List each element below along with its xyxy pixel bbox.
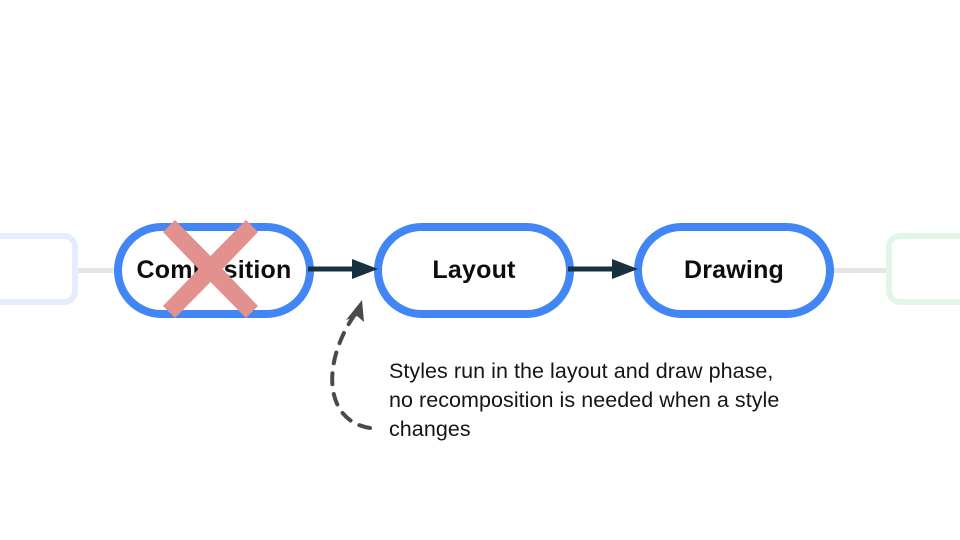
ghost-node-ui[interactable]: UI — [886, 233, 960, 305]
connector-line-drawing-to-ui — [832, 268, 890, 273]
phase-node-composition-label: Composition — [136, 256, 292, 284]
callout-caption-line-1: Styles run in the layout and draw phase, — [389, 359, 774, 383]
ghost-node-state[interactable]: ate — [0, 233, 78, 305]
phase-node-drawing-label: Drawing — [683, 256, 785, 284]
phase-node-composition[interactable]: Composition — [114, 223, 314, 318]
connector-line-state-to-composition — [62, 268, 118, 273]
phase-node-layout[interactable]: Layout — [374, 223, 574, 318]
flow-arrow-composition-to-layout — [308, 259, 378, 279]
dashed-callout-arrow-icon — [330, 300, 372, 430]
flow-arrow-layout-to-drawing — [568, 259, 638, 279]
callout-caption-line-3: changes — [389, 417, 471, 441]
phase-node-drawing[interactable]: Drawing — [634, 223, 834, 318]
callout-caption-line-2: no recomposition is needed when a style — [389, 388, 780, 412]
callout-caption: Styles run in the layout and draw phase,… — [389, 357, 859, 444]
phase-node-layout-label: Layout — [432, 256, 516, 284]
